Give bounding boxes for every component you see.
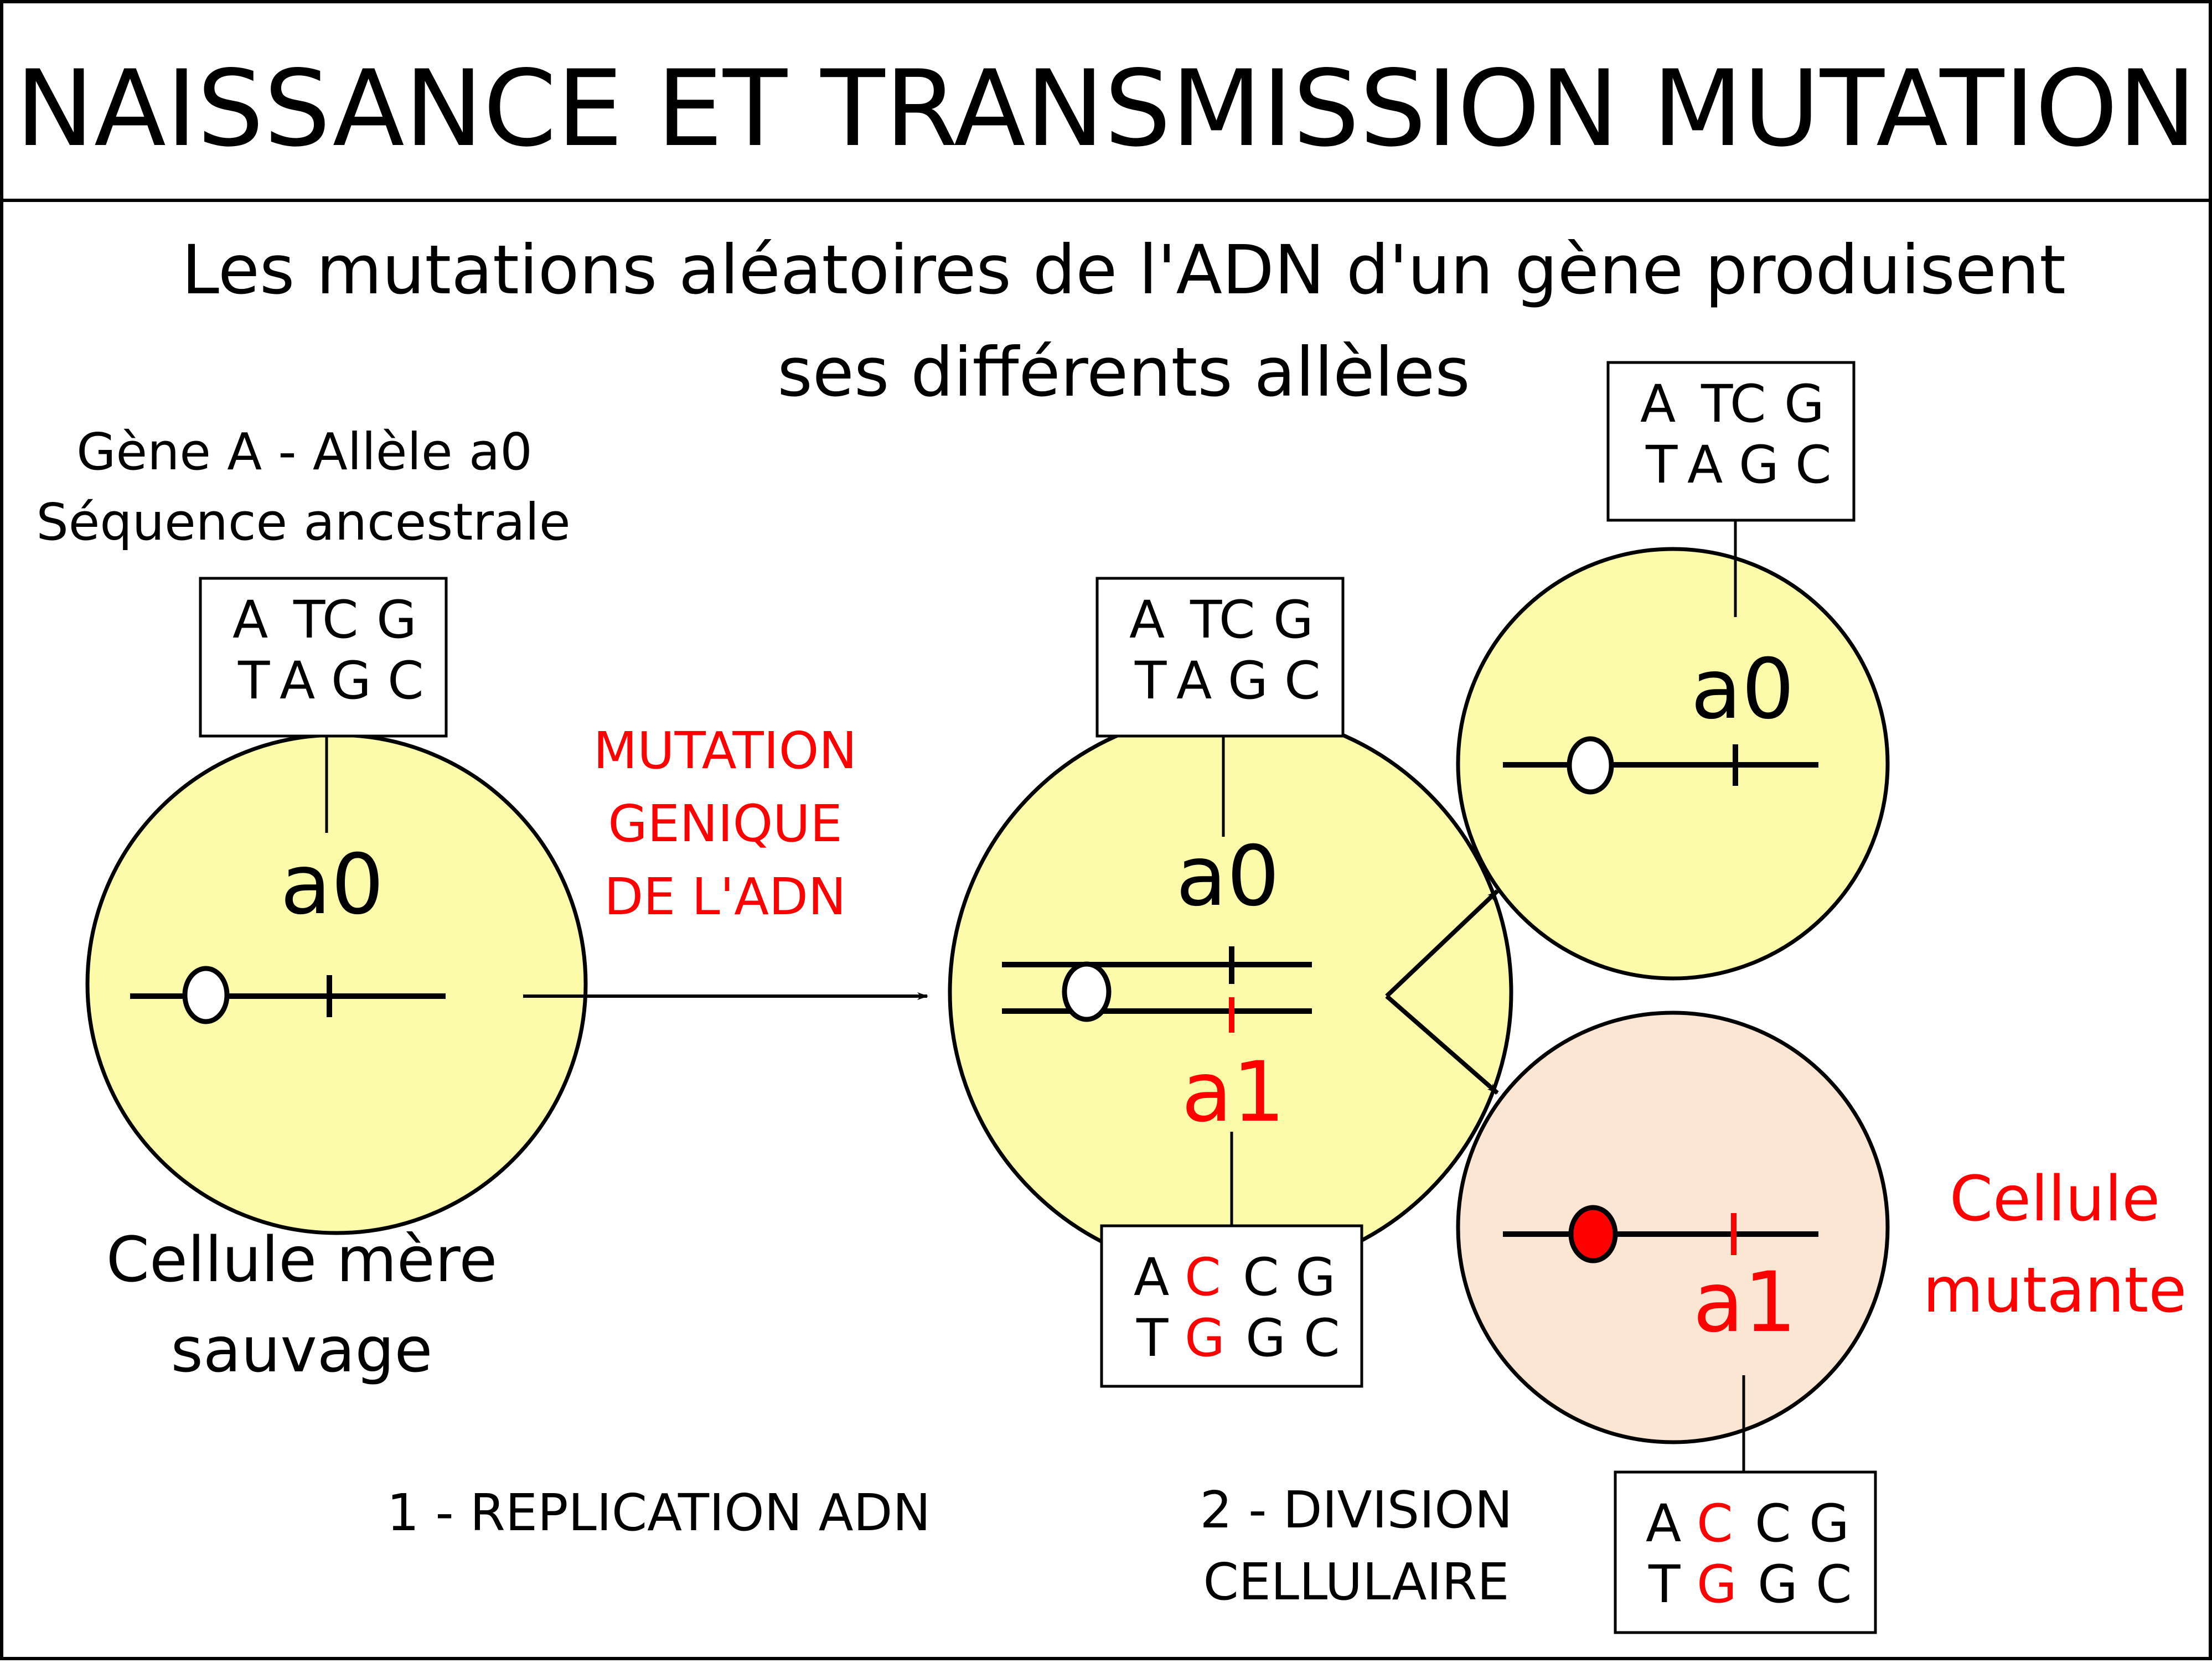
mother-caption-line-1: Cellule mère [106,1224,497,1296]
seq-base: T [1648,1555,1681,1615]
sequence-box-frame [1095,577,1345,738]
step-replication-label: 1 - REPLICATION ADN [387,1483,931,1542]
subtitle-line-2: ses différents allèles [777,333,1470,412]
mother-sequence-box: A TC G T A G C [199,577,448,738]
seq-base: G [1245,1308,1286,1369]
seq-base-mutated: G [1697,1555,1737,1615]
seq-base: T [1134,651,1167,711]
daughter-cell-normal: a0 [1456,520,1890,981]
step-division-label-line-2: CELLULAIRE [1203,1552,1509,1612]
seq-base: G [1228,651,1268,711]
daughter-normal-allele: a0 [1691,641,1794,738]
seq-base: A [280,651,315,711]
seq-base: TC [1701,374,1766,434]
seq-base-mutated: C [1697,1494,1733,1554]
sequence-box-frame [1614,1470,1877,1634]
seq-base: A [1176,651,1212,711]
subtitle-line-1: Les mutations aléatoires de l'ADN d'un g… [182,231,2066,309]
mutation-label-line-3: DE L'ADN [604,867,846,926]
mother-caption-line-2: sauvage [171,1314,433,1386]
replicating-sequence-box-mutant: A C C G T G G C [1100,1224,1363,1388]
replicating-allele-a0: a0 [1176,828,1279,925]
replicating-sequence-box-wild: A TC G T A G C [1095,577,1345,738]
seq-base: G [1739,435,1779,495]
mutant-caption-line-1: Cellule [1950,1163,2160,1235]
page-title: NAISSANCE ET TRANSMISSION MUTATION [15,48,2197,170]
division-arrow-down [1385,994,1499,1095]
division-arrow-up [1385,889,1499,998]
mother-cell: a0 [85,733,588,1235]
mutation-label-line-2: GENIQUE [608,794,842,853]
seq-base: A [232,590,268,650]
seq-base-mutated: C [1185,1247,1221,1308]
daughter-mutant-sequence-box: A C C G T G G C [1614,1470,1877,1634]
seq-base: G [1758,1555,1798,1615]
seq-base: G [376,590,417,650]
mutation-label-line-1: MUTATION [593,721,857,780]
step-division-label-line-1: 2 - DIVISION [1200,1480,1512,1540]
seq-base: G [1273,590,1314,650]
seq-base: G [1784,374,1825,434]
seq-base: G [331,651,371,711]
seq-base: C [1755,1494,1791,1554]
seq-base: TC [293,590,359,650]
mother-allele-label: a0 [280,837,384,933]
daughter-cell-mutant: a1 [1456,1011,1890,1472]
daughter-normal-centromere [1567,736,1614,795]
daughter-mutant-allele: a1 [1693,1255,1796,1351]
replicating-allele-a1: a1 [1181,1044,1285,1141]
seq-base: A [1640,374,1676,434]
mother-centromere [182,966,230,1024]
seq-base: TC [1190,590,1255,650]
seq-base: T [1136,1308,1169,1369]
seq-base: C [1284,651,1321,711]
sequence-box-frame [1606,361,1856,522]
replicating-cell: a0 a1 [948,709,1513,1275]
seq-base: C [387,651,424,711]
seq-base: C [1816,1555,1852,1615]
seq-base: A [1646,1494,1681,1554]
seq-base: A [1134,1247,1169,1308]
replicating-centromere [1062,961,1112,1022]
seq-base: A [1687,435,1723,495]
seq-base: C [1795,435,1832,495]
ancestral-gene-label: Gène A - Allèle a0 [76,422,533,481]
seq-base: T [1645,435,1678,495]
sequence-box-frame [1100,1224,1363,1388]
seq-base: G [1295,1247,1336,1308]
seq-base: A [1129,590,1165,650]
ancestral-sequence-label: Séquence ancestrale [36,493,570,552]
seq-base: C [1304,1308,1340,1369]
seq-base-mutated: G [1185,1308,1225,1369]
daughter-mutant-body [1456,1011,1890,1444]
seq-base: C [1243,1247,1279,1308]
mother-cell-body [85,733,588,1235]
sequence-box-frame [199,577,448,738]
seq-base: T [237,651,270,711]
daughter-mutant-centromere [1568,1205,1618,1263]
seq-base: G [1809,1494,1849,1554]
daughter-normal-sequence-box: A TC G T A G C [1606,361,1856,522]
mutant-caption-line-2: mutante [1923,1255,2187,1327]
